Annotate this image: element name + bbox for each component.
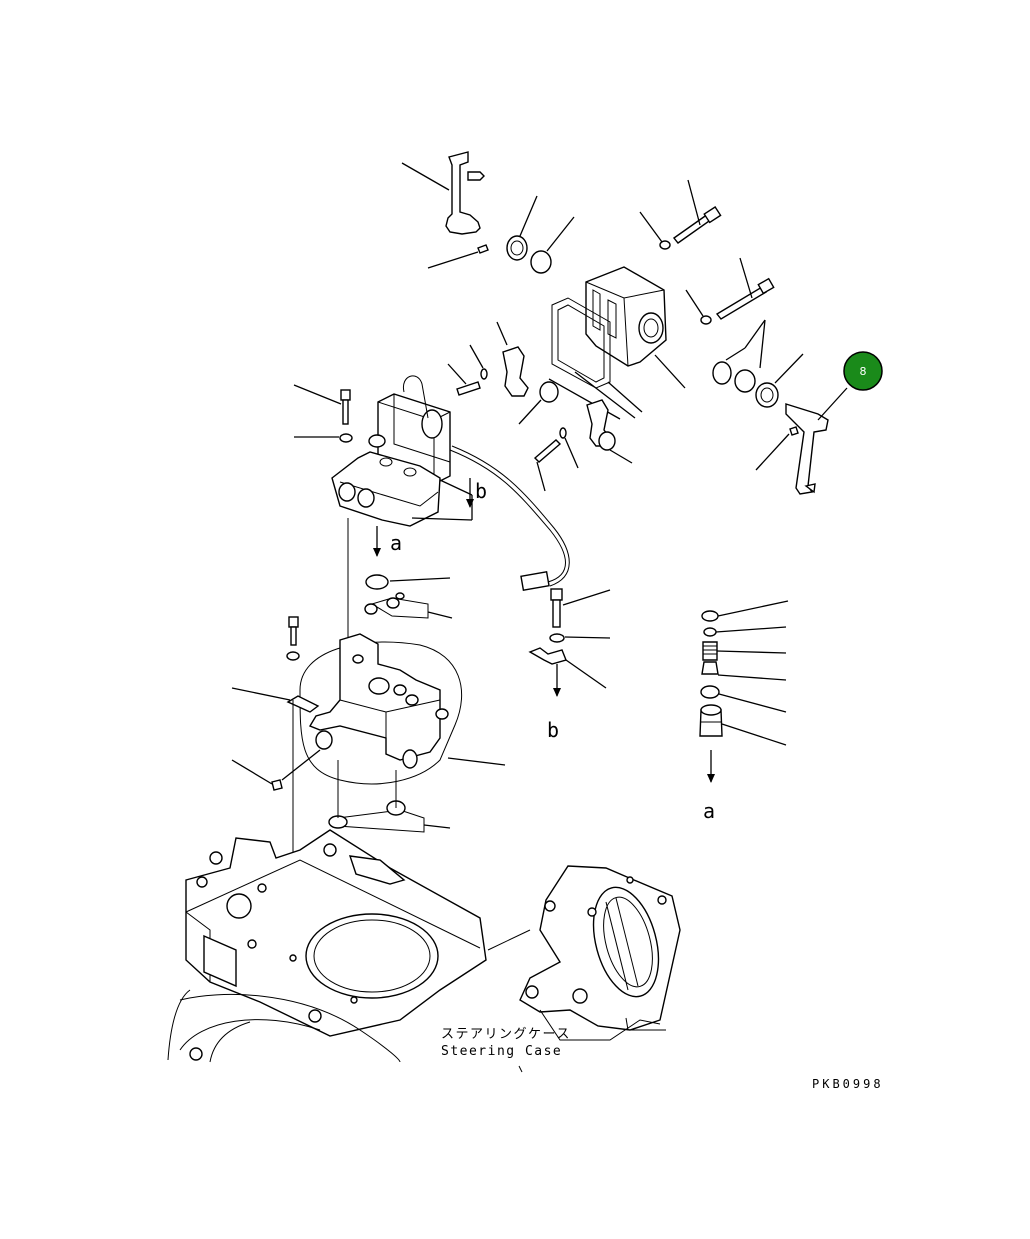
relief-valve-parts bbox=[699, 600, 789, 783]
label-a-top: a bbox=[390, 531, 402, 555]
callout-8-marker[interactable]: 8 bbox=[843, 351, 883, 391]
label-a-right: a bbox=[703, 799, 715, 823]
valve-assembly bbox=[293, 375, 570, 640]
lower-valve-assembly bbox=[231, 616, 506, 960]
steering-case bbox=[167, 829, 681, 1073]
callout-8-number[interactable]: 8 bbox=[860, 365, 867, 378]
bracket-assembly bbox=[528, 588, 611, 697]
upper-lever-assembly bbox=[401, 151, 848, 495]
label-b-top: b bbox=[475, 479, 487, 503]
drawing-code: PKB0998 bbox=[812, 1077, 884, 1091]
callout-8-circle[interactable] bbox=[843, 351, 883, 391]
label-b-bottom: b bbox=[547, 718, 559, 742]
caption-english: Steering Case bbox=[441, 1044, 562, 1059]
caption-japanese: ステアリングケース bbox=[441, 1027, 571, 1042]
